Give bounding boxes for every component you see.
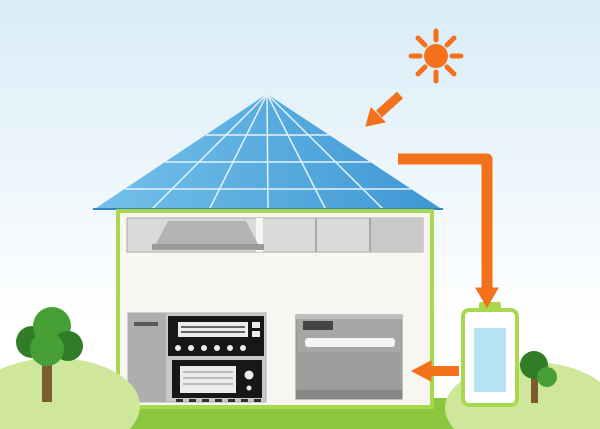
dishwasher-door [298, 352, 400, 390]
tree-trunk [42, 352, 52, 402]
oven-knob [188, 345, 194, 351]
tree-trunk [531, 376, 538, 403]
kitchen-range-unit [127, 312, 267, 403]
microwave-knob [244, 370, 254, 380]
oven-knob [240, 345, 246, 351]
console-button [252, 322, 260, 328]
vent-dash [202, 399, 209, 402]
dishwasher-handle [305, 338, 395, 347]
tree-right [520, 351, 557, 403]
oven-knob [227, 345, 233, 351]
oven-knob [201, 345, 207, 351]
console-button [252, 331, 260, 337]
vent-dash [241, 399, 248, 402]
storage-battery-icon [461, 302, 519, 407]
window-pane-shaded [370, 218, 423, 252]
range-side-panel [128, 313, 166, 402]
vent-dash [254, 399, 261, 402]
oven-knobs [175, 345, 246, 351]
vent-dash [228, 399, 235, 402]
range-hood-lip [152, 244, 264, 250]
vent-dash [176, 399, 183, 402]
dishwasher [295, 314, 403, 400]
battery-cell [474, 328, 506, 392]
house [116, 209, 434, 409]
arrow-sun-to-roof [365, 91, 404, 127]
oven-knob [175, 345, 181, 351]
vent-dash [189, 399, 196, 402]
tree-canopy [30, 332, 64, 366]
solar-grid-line [208, 93, 268, 211]
arrow-roof-to-battery [398, 153, 499, 308]
sun-core [424, 44, 448, 68]
solar-panel-grid [125, 93, 411, 211]
arrowhead-icon [410, 360, 432, 382]
dishwasher-control-panel [303, 321, 333, 330]
arrow-battery-to-appliances [410, 360, 459, 382]
energy-flow-arrows [365, 91, 499, 382]
sun-ray [444, 35, 457, 48]
solar-grid-line [266, 93, 269, 211]
solar-grid-line [266, 93, 327, 211]
solar-grid-line [266, 93, 385, 211]
sun-icon [408, 28, 464, 84]
sun-ray [415, 64, 428, 77]
tree-canopy [537, 367, 557, 387]
vent-dash [215, 399, 222, 402]
vent-grill [176, 399, 261, 402]
range-hood [156, 221, 258, 244]
arrowhead-icon [475, 287, 499, 308]
microwave-door [180, 366, 236, 393]
arrowhead-icon [365, 107, 387, 127]
sun-ray [415, 35, 428, 48]
solar-grid-line [150, 93, 268, 211]
window-separator [256, 218, 263, 252]
microwave-button [246, 385, 252, 391]
oven-display [178, 322, 248, 337]
dishwasher-top-edge [296, 315, 402, 319]
tree-left [16, 307, 83, 402]
arrow-shaft [398, 153, 493, 290]
oven-knob [214, 345, 220, 351]
side-panel-handle [134, 322, 158, 326]
dishwasher-kick-plate [296, 390, 402, 399]
arrow-shaft [375, 91, 404, 118]
bush [0, 358, 140, 429]
sun-ray [444, 64, 457, 77]
